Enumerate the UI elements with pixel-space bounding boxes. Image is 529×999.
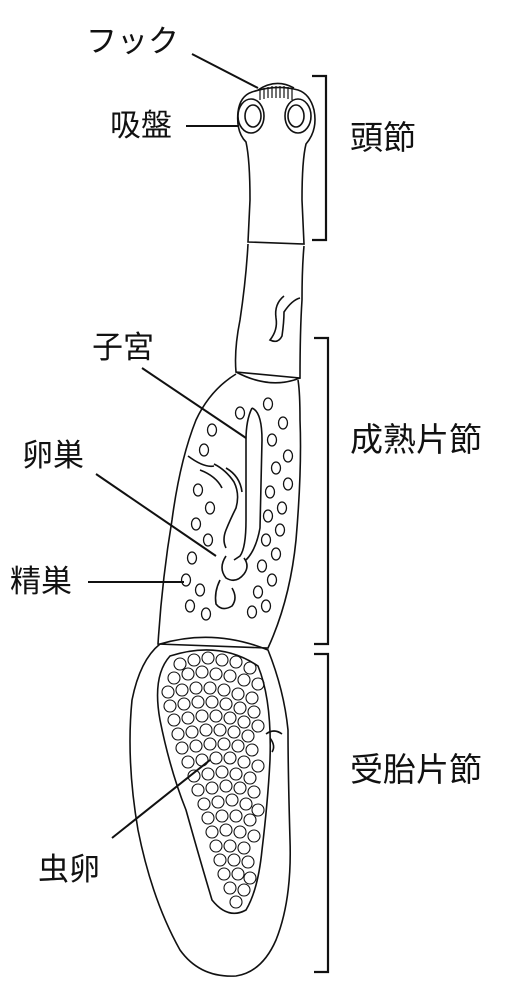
bracket-mature	[314, 336, 330, 646]
hooks	[259, 86, 293, 100]
sucker-label: 吸盤	[110, 108, 172, 144]
mature-segment	[157, 373, 302, 649]
hook-label: フック	[86, 24, 179, 60]
leader-uterus	[141, 367, 247, 439]
sucker-right	[284, 98, 312, 134]
segment-scolex-label: 頭節	[350, 118, 416, 157]
leader-lines	[88, 53, 259, 839]
egg-label: 虫卵	[38, 852, 100, 888]
gravid-segment	[129, 636, 292, 977]
gravid-uterus	[156, 649, 272, 915]
testis-label: 精巣	[10, 564, 72, 600]
ovary-structure	[199, 463, 243, 549]
testis-follicles	[180, 397, 294, 621]
eggs	[161, 651, 265, 909]
hook-crown	[257, 82, 295, 91]
bracket-gravid	[314, 652, 330, 974]
leader-egg	[111, 759, 211, 839]
segment-gravid-label: 受胎片節	[350, 750, 482, 789]
segment-mature-label: 成熟片節	[350, 420, 482, 459]
uterus-structure	[233, 407, 263, 561]
leader-hook	[191, 53, 259, 89]
uterus-label: 子宮	[92, 330, 154, 366]
leader-ovary	[95, 473, 217, 557]
ovary-label: 卵巣	[22, 438, 84, 474]
bracket-scolex	[312, 74, 328, 242]
neck-segment	[234, 243, 305, 384]
sucker-left	[237, 98, 265, 134]
scolex-body	[236, 82, 316, 245]
